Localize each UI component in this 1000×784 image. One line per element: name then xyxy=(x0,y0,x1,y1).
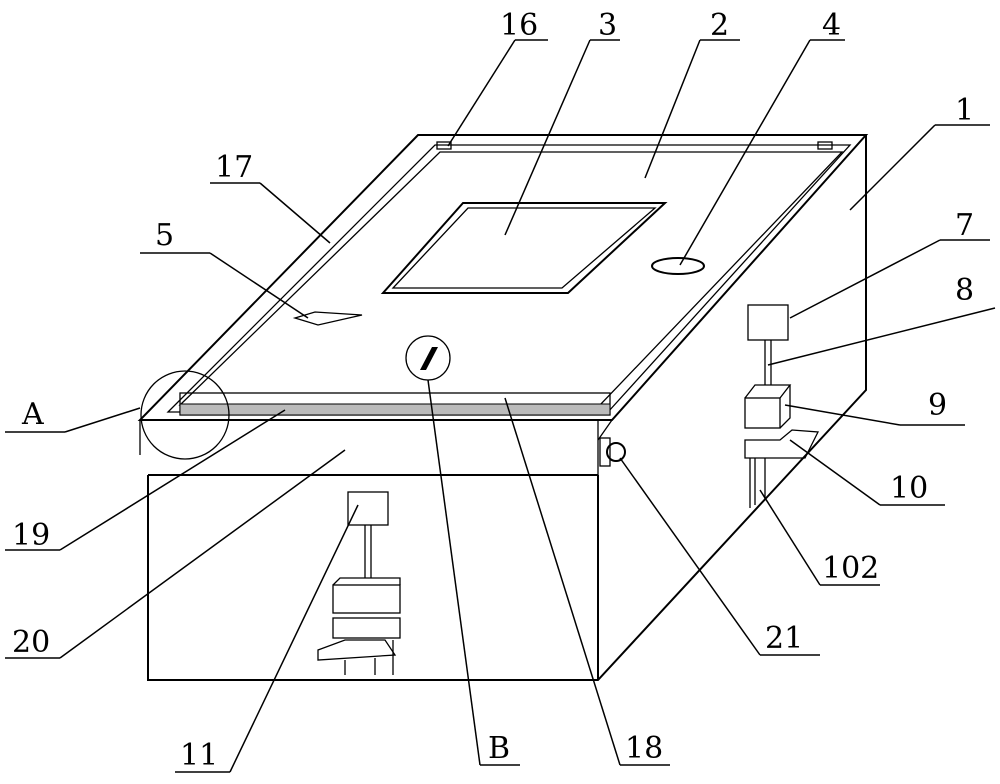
label-1: 1 xyxy=(955,93,974,128)
hinge-16 xyxy=(436,141,452,150)
label-11: 11 xyxy=(180,738,218,773)
lid-frame-17 xyxy=(166,141,852,413)
hinge-16b xyxy=(817,141,833,150)
label-8: 8 xyxy=(955,273,974,308)
label-9: 9 xyxy=(928,388,947,423)
label-19: 19 xyxy=(12,518,50,553)
leader-lines xyxy=(5,39,996,773)
label-7: 7 xyxy=(955,208,974,243)
side-mechanism xyxy=(744,304,820,508)
label-3: 3 xyxy=(598,8,617,43)
label-16: 16 xyxy=(500,8,538,43)
label-B: B xyxy=(488,731,510,766)
label-10: 10 xyxy=(890,471,928,506)
front-mechanism-11 xyxy=(317,491,401,675)
label-20: 20 xyxy=(12,625,50,660)
label-102: 102 xyxy=(822,551,879,586)
item-5 xyxy=(292,311,363,326)
label-18: 18 xyxy=(625,731,663,766)
detail-B xyxy=(405,335,451,381)
label-17: 17 xyxy=(215,150,253,185)
label-21: 21 xyxy=(765,621,803,656)
label-5: 5 xyxy=(155,218,174,253)
hole-4 xyxy=(651,257,705,275)
label-2: 2 xyxy=(710,8,729,43)
label-4: 4 xyxy=(822,8,841,43)
knob-21 xyxy=(599,437,626,467)
detail-A xyxy=(140,370,230,460)
housing-1 xyxy=(137,134,869,681)
strip-19 xyxy=(179,392,611,416)
window-3-inner xyxy=(391,207,657,289)
label-A: A xyxy=(21,397,44,432)
window-3 xyxy=(380,202,668,294)
